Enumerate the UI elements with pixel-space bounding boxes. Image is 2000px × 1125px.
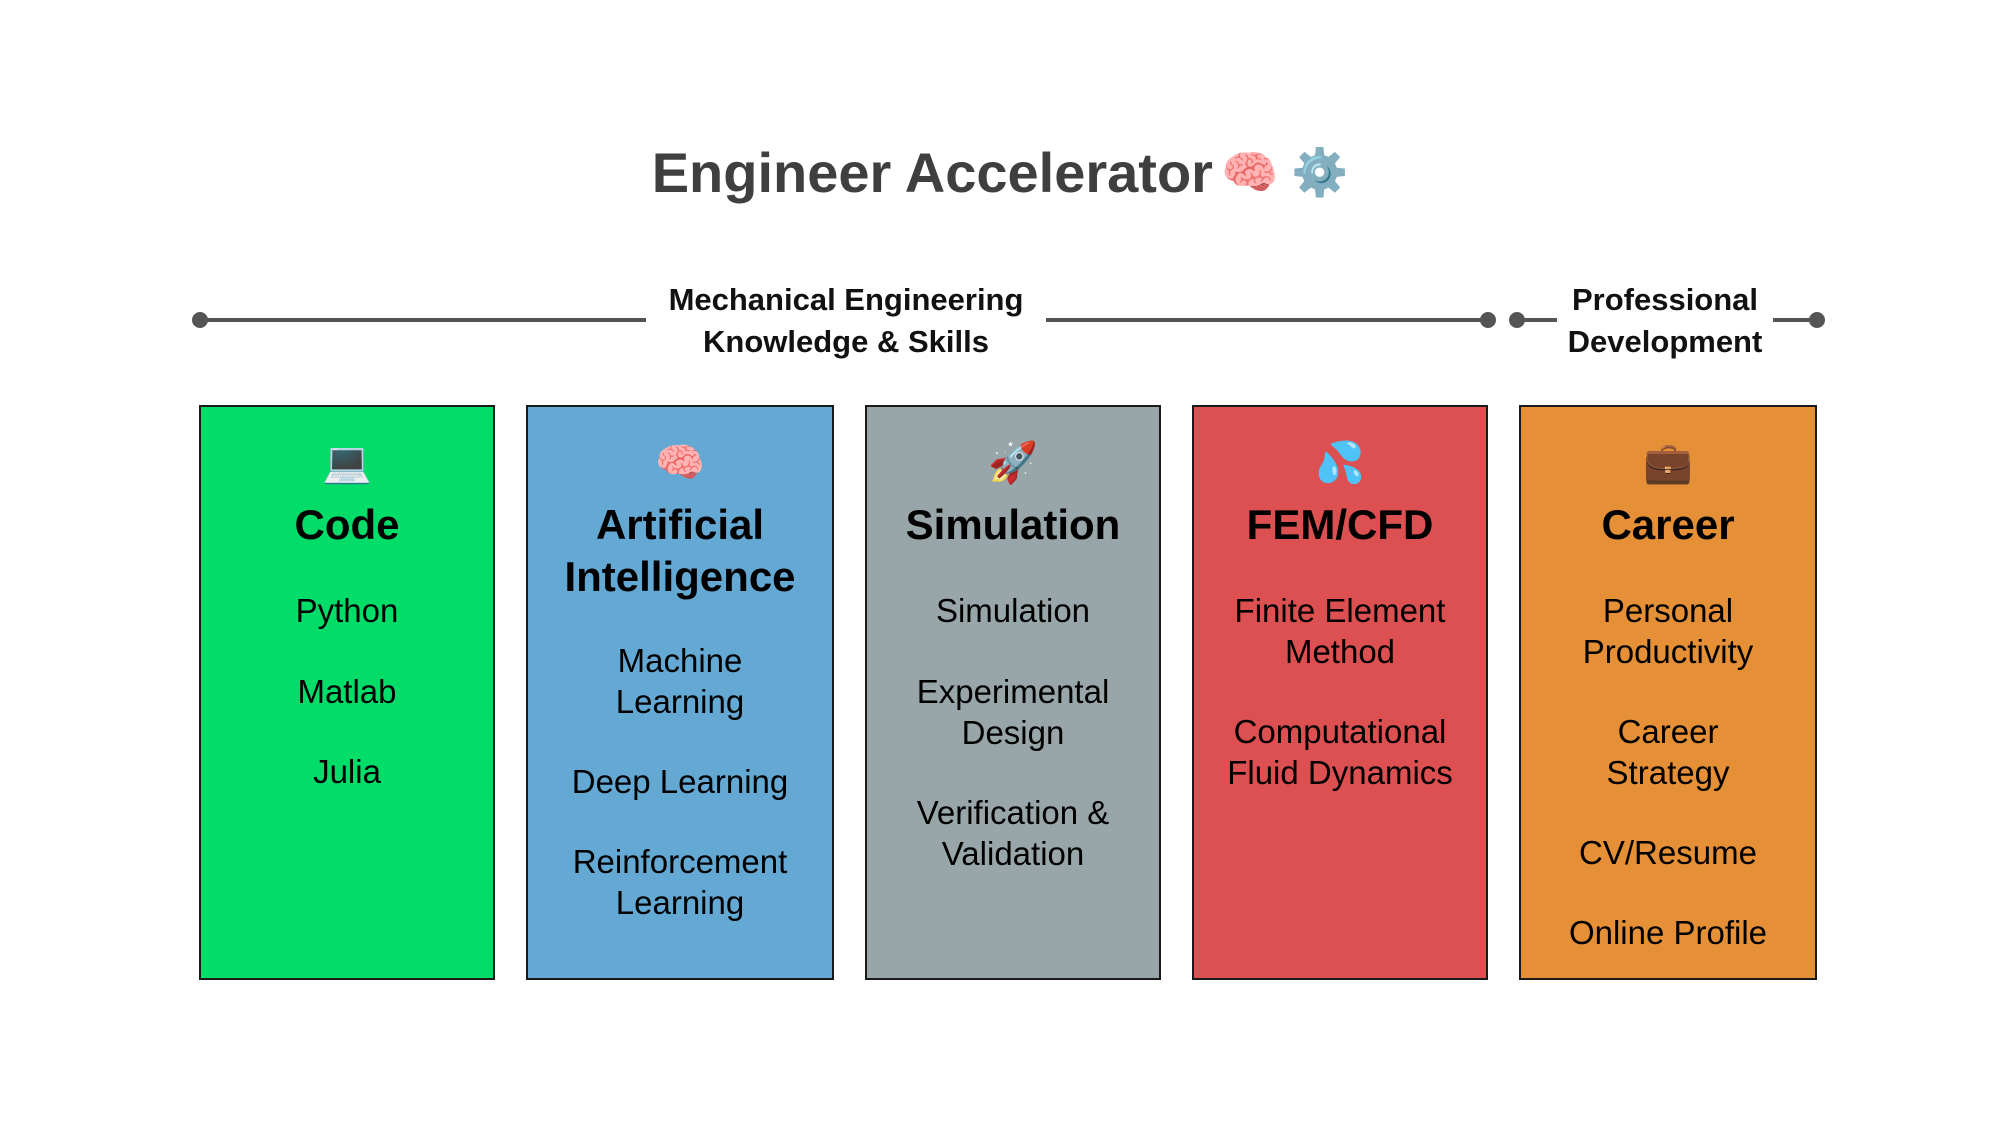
card-ai-title-line1: Artificial	[595, 501, 765, 548]
topic-experimental-design: Experimental Design	[875, 671, 1151, 753]
bracket-mech-label-line2: Knowledge & Skills	[703, 324, 989, 359]
card-ai: 🧠 Artificial Intelligence Machine Learni…	[526, 405, 834, 980]
brain-icon: 🧠	[655, 441, 705, 485]
topic-python: Python	[209, 590, 485, 631]
bracket-prof-label: Professional Development	[1557, 279, 1773, 363]
topic-personal-productivity-line2: Productivity	[1582, 633, 1754, 670]
topic-computational-fluid-dynamics: Computational Fluid Dynamics	[1202, 711, 1478, 793]
topic-machine-learning-line1: Machine	[617, 642, 743, 679]
laptop-icon: 💻	[322, 441, 372, 485]
card-femcfd-title: FEM/CFD	[1194, 499, 1486, 551]
bracket-prof-left-line	[1517, 318, 1557, 322]
topic-matlab: Matlab	[209, 671, 485, 712]
topic-simulation: Simulation	[875, 590, 1151, 631]
card-ai-title: Artificial Intelligence	[528, 499, 832, 603]
bracket-prof-right-dot	[1809, 312, 1825, 328]
card-femcfd-title-line1: FEM/CFD	[1246, 501, 1434, 548]
topic-online-profile-line1: Online Profile	[1568, 914, 1768, 951]
topic-cv-resume-line1: CV/Resume	[1579, 834, 1757, 871]
topic-online-profile: Online Profile	[1529, 912, 1807, 953]
bracket-mech-label-line1: Mechanical Engineering	[668, 282, 1024, 317]
title-text: Engineer Accelerator	[651, 141, 1213, 204]
topic-julia: Julia	[209, 751, 485, 792]
bracket-mech-left-line	[200, 318, 646, 322]
bracket-mech-right-dot	[1480, 312, 1496, 328]
card-simulation-title-line1: Simulation	[905, 501, 1121, 548]
card-simulation-title: Simulation	[867, 499, 1159, 551]
topic-finite-element-method-line2: Method	[1284, 633, 1396, 670]
briefcase-icon: 💼	[1643, 441, 1693, 485]
bracket-mech-right-line	[1046, 318, 1488, 322]
card-ai-title-line2: Intelligence	[564, 553, 796, 600]
card-simulation: 🚀 Simulation Simulation Experimental Des…	[865, 405, 1161, 980]
topic-career-strategy-line2: Strategy	[1606, 754, 1730, 791]
droplets-icon: 💦	[1315, 441, 1365, 485]
topic-reinforcement-learning-line1: Reinforcement	[572, 843, 788, 880]
topic-verification-validation-line2: Validation	[941, 835, 1085, 872]
topic-computational-fluid-dynamics-line2: Fluid Dynamics	[1227, 754, 1453, 791]
topic-personal-productivity-line1: Personal	[1602, 592, 1734, 629]
topic-personal-productivity: Personal Productivity	[1529, 590, 1807, 672]
card-code-title-line1: Code	[294, 501, 400, 548]
bracket-prof-right-line	[1773, 318, 1817, 322]
topic-career-strategy: Career Strategy	[1529, 711, 1807, 793]
topic-machine-learning: Machine Learning	[536, 640, 824, 722]
card-career-title-line1: Career	[1601, 501, 1735, 548]
topic-verification-validation-line1: Verification &	[916, 794, 1110, 831]
card-career-title: Career	[1521, 499, 1815, 551]
card-code-title: Code	[201, 499, 493, 551]
topic-cv-resume: CV/Resume	[1529, 832, 1807, 873]
topic-experimental-design-line1: Experimental	[916, 673, 1110, 710]
bracket-mech-label: Mechanical Engineering Knowledge & Skill…	[646, 279, 1046, 363]
topic-career-strategy-line1: Career	[1617, 713, 1719, 750]
card-code: 💻 Code Python Matlab Julia	[199, 405, 495, 980]
topic-reinforcement-learning-line2: Learning	[615, 884, 745, 921]
topic-machine-learning-line2: Learning	[615, 683, 745, 720]
card-femcfd: 💦 FEM/CFD Finite Element Method Computat…	[1192, 405, 1488, 980]
topic-python-line1: Python	[295, 592, 399, 629]
topic-simulation-line1: Simulation	[935, 592, 1091, 629]
topic-verification-validation: Verification & Validation	[875, 792, 1151, 874]
topic-finite-element-method-line1: Finite Element	[1234, 592, 1446, 629]
brain-gear-icon: 🧠 ⚙️	[1220, 146, 1349, 198]
topic-finite-element-method: Finite Element Method	[1202, 590, 1478, 672]
topic-experimental-design-line2: Design	[961, 714, 1065, 751]
rocket-icon: 🚀	[988, 441, 1038, 485]
page-title: Engineer Accelerator🧠 ⚙️	[0, 140, 2000, 205]
card-career: 💼 Career Personal Productivity Career St…	[1519, 405, 1817, 980]
topic-matlab-line1: Matlab	[297, 673, 397, 710]
topic-julia-line1: Julia	[313, 753, 381, 790]
topic-reinforcement-learning: Reinforcement Learning	[536, 841, 824, 923]
topic-deep-learning-line1: Deep Learning	[571, 763, 789, 800]
topic-deep-learning: Deep Learning	[536, 761, 824, 802]
bracket-prof-label-line2: Development	[1567, 324, 1763, 359]
topic-computational-fluid-dynamics-line1: Computational	[1233, 713, 1447, 750]
bracket-prof-label-line1: Professional	[1571, 282, 1759, 317]
